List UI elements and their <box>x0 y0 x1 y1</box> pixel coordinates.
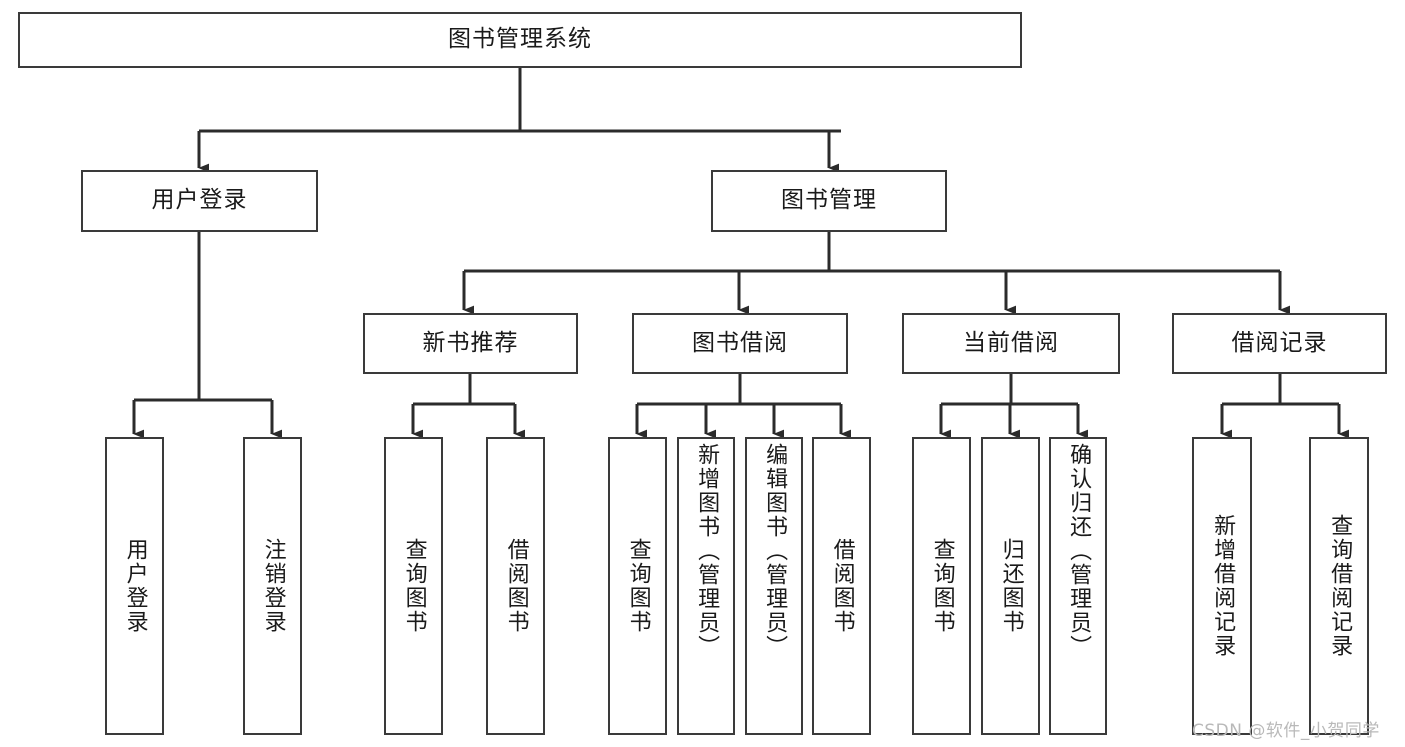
node-book-borrow[interactable]: 图书借阅 <box>632 313 848 374</box>
node-user-login[interactable]: 用户登录 <box>81 170 318 232</box>
node-leaf-user-logout[interactable]: 注销登录 <box>243 437 302 735</box>
node-leaf-query-book-1-label: 查询图书 <box>401 538 427 634</box>
node-leaf-add-record-label: 新增借阅记录 <box>1210 514 1236 658</box>
node-book-borrow-label: 图书借阅 <box>692 329 788 356</box>
node-leaf-query-record-label: 查询借阅记录 <box>1327 514 1353 658</box>
node-leaf-return-book-label: 归还图书 <box>998 538 1024 634</box>
node-leaf-user-login[interactable]: 用户登录 <box>105 437 164 735</box>
node-leaf-query-book-2[interactable]: 查询图书 <box>608 437 667 735</box>
node-leaf-confirm-return[interactable]: 确认归还（管理员） <box>1049 437 1107 735</box>
node-leaf-user-logout-label: 注销登录 <box>260 538 286 634</box>
node-leaf-borrow-book-2[interactable]: 借阅图书 <box>812 437 871 735</box>
node-leaf-add-book[interactable]: 新增图书（管理员） <box>677 437 735 735</box>
node-current-borrow-label: 当前借阅 <box>963 329 1059 356</box>
node-book-management[interactable]: 图书管理 <box>711 170 947 232</box>
csdn-watermark: CSDN @软件_小贺同学 <box>1192 721 1380 741</box>
node-leaf-return-book[interactable]: 归还图书 <box>981 437 1040 735</box>
node-root-label: 图书管理系统 <box>448 26 592 53</box>
node-leaf-edit-book-label: 编辑图书（管理员） <box>762 443 788 659</box>
node-leaf-add-record[interactable]: 新增借阅记录 <box>1192 437 1252 735</box>
node-leaf-borrow-book-1[interactable]: 借阅图书 <box>486 437 545 735</box>
node-leaf-query-record[interactable]: 查询借阅记录 <box>1309 437 1369 735</box>
node-leaf-query-book-3-label: 查询图书 <box>929 538 955 634</box>
node-book-management-label: 图书管理 <box>781 187 877 214</box>
node-borrow-record-label: 借阅记录 <box>1231 329 1328 356</box>
node-root[interactable]: 图书管理系统 <box>18 12 1022 68</box>
node-leaf-query-book-2-label: 查询图书 <box>625 538 651 634</box>
node-leaf-query-book-1[interactable]: 查询图书 <box>384 437 443 735</box>
node-new-book-recommend-label: 新书推荐 <box>422 329 519 356</box>
node-leaf-borrow-book-1-label: 借阅图书 <box>503 538 529 634</box>
node-leaf-user-login-label: 用户登录 <box>122 538 148 634</box>
node-new-book-recommend[interactable]: 新书推荐 <box>363 313 578 374</box>
node-borrow-record[interactable]: 借阅记录 <box>1172 313 1387 374</box>
node-leaf-confirm-return-label: 确认归还（管理员） <box>1066 443 1092 659</box>
node-current-borrow[interactable]: 当前借阅 <box>902 313 1120 374</box>
node-user-login-label: 用户登录 <box>151 187 248 214</box>
node-leaf-edit-book[interactable]: 编辑图书（管理员） <box>745 437 803 735</box>
node-leaf-add-book-label: 新增图书（管理员） <box>694 443 720 659</box>
node-leaf-borrow-book-2-label: 借阅图书 <box>829 538 855 634</box>
node-leaf-query-book-3[interactable]: 查询图书 <box>912 437 971 735</box>
